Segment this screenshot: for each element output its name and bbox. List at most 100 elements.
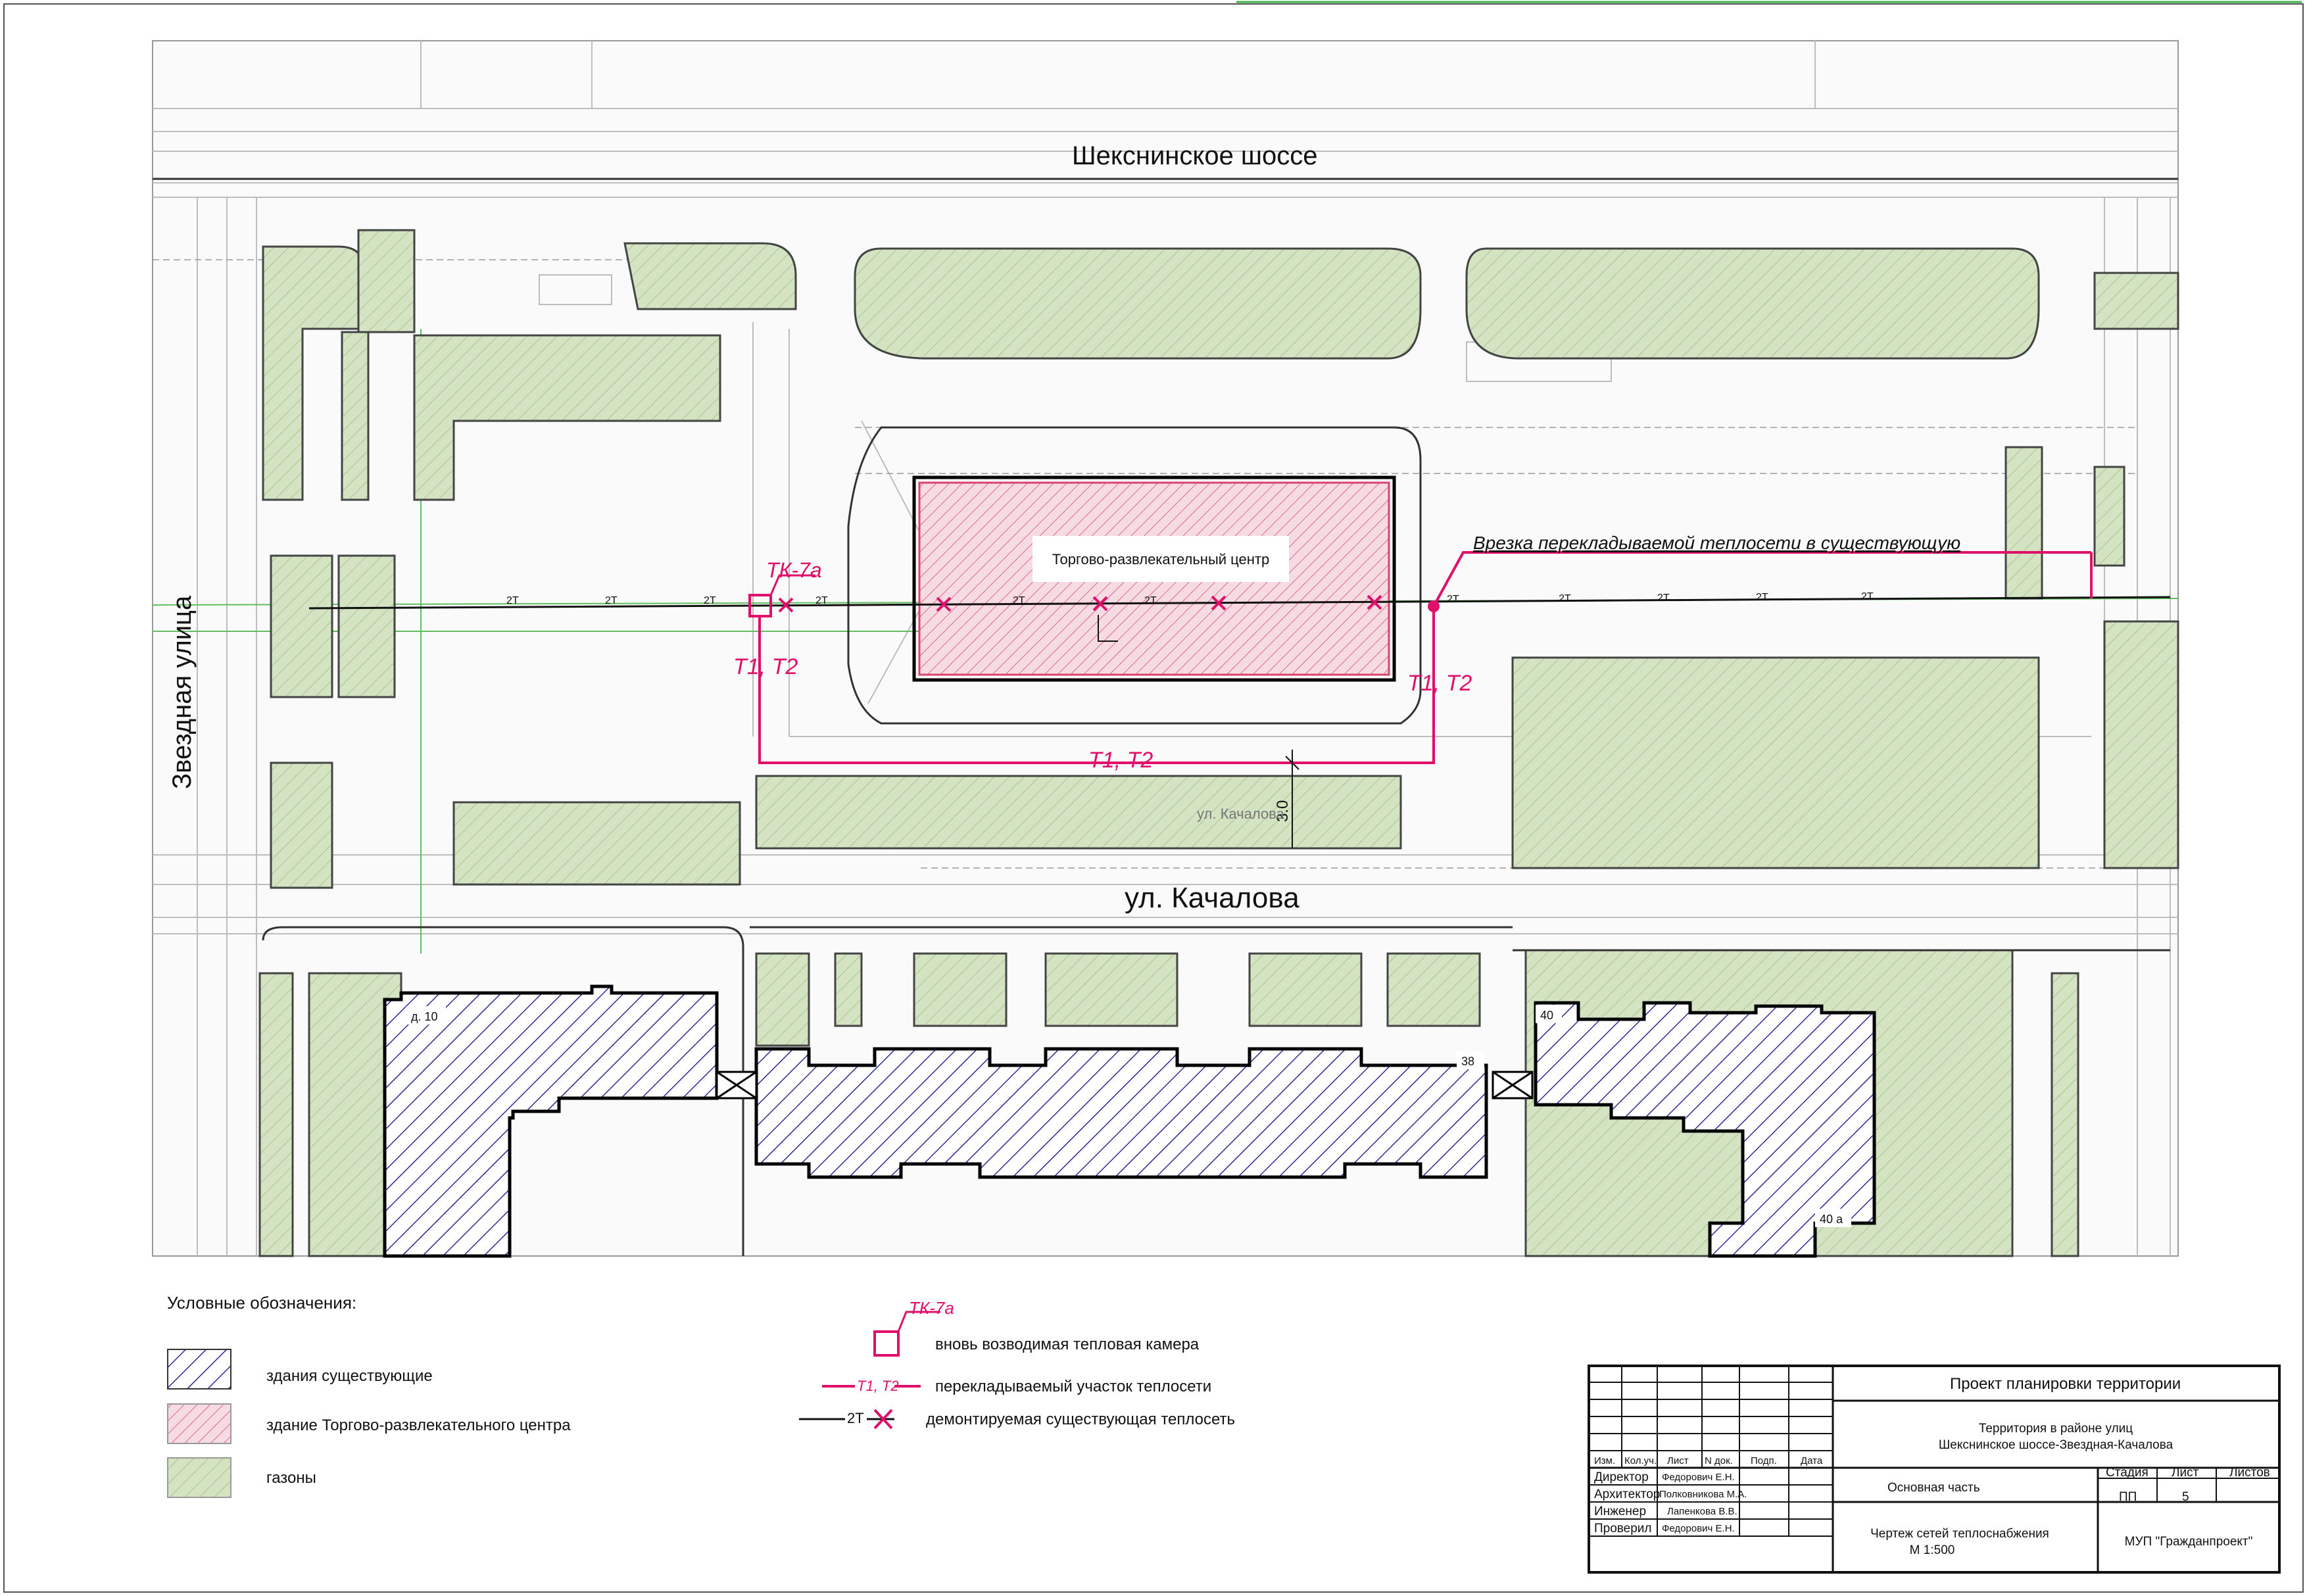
pipe-label-2t-1: 2Т [506,595,519,606]
mall-building: Торгово-развлекательный центр [912,475,1396,682]
pipe-label-2t-6: 2Т [1144,595,1157,606]
lawn-south-3 [913,952,1008,1027]
lawn-south-far-right [2051,972,2079,1257]
street-kachalova-faint: ул. Качалова [1197,806,1285,822]
mall-label: Торгово-развлекательный центр [1052,551,1269,568]
dimension-3-0: 3.0 [1274,800,1292,822]
house-38: 38 [1461,1055,1474,1068]
tb-org: МУП "Гражданпроект" [2125,1535,2253,1549]
lawn-nw-strip [341,331,370,501]
tb-stage-v: ПП [2119,1490,2137,1504]
tb-role-4: Проверил [1594,1522,1652,1536]
lawn-block-a [413,334,721,501]
tb-col-kol: Кол.уч. [1624,1455,1657,1466]
legend-swatch-mall [167,1403,231,1444]
tb-name-1: Федорович Е.Н. [1662,1472,1735,1483]
lawn-far-right [2093,272,2179,330]
house-40: 40 [1540,1009,1553,1022]
t1t2-right: Т1, Т2 [1407,671,1472,696]
lawn-top-left [357,229,416,333]
lawn-right-narrow2 [2093,466,2125,567]
tb-col-podp: Подп. [1751,1455,1777,1466]
pipe-label-2t-9: 2Т [1657,592,1670,604]
house-40a: 40 а [1820,1213,1843,1226]
lawn-south-1 [755,952,810,1047]
tb-territory-1: Территория в районе улиц [1979,1422,2133,1436]
lawn-right-strip [2103,620,2179,869]
tb-name-3: Лапенкова В.В. [1667,1506,1737,1517]
title-block [1588,1365,2281,1574]
legend-mall-label: здание Торгово-развлекательного центра [266,1416,571,1434]
lawn-south-6 [1386,952,1481,1027]
t1t2-bottom: Т1, Т2 [1088,748,1153,773]
legend-chamber-tag: ТК-7а [909,1298,954,1318]
tb-sheet-v: 5 [2182,1490,2189,1504]
lawn-top-right [1465,247,2040,360]
tb-name-2: Полковникова М.А. [1659,1489,1747,1500]
legend-dismantled-tag: 2Т [847,1410,864,1426]
tb-sheet-h: Лист [2172,1466,2199,1480]
building-38 [754,1047,1488,1179]
t1t2-left: Т1, Т2 [733,654,798,679]
building-10 [383,984,719,1258]
title-block-text: Проект планировки территории Территория … [1594,1375,2270,1557]
legend-lawn-label: газоны [266,1469,316,1487]
relaid-heat-pipe [758,551,2093,764]
lawn-left-mid2 [337,554,396,698]
tb-drawing-1: Чертеж сетей теплоснабжения [1870,1527,2049,1541]
pipe-label-2t-5: 2Т [1013,595,1025,606]
map-area: Торгово-развлекательный центр 2Т 2Т 2Т 2… [152,40,2179,1258]
tb-sheets-h: Листов [2229,1466,2270,1480]
street-sheksna: Шекснинское шоссе [1072,141,1318,170]
tb-role-3: Инженер [1594,1505,1646,1518]
pipe-label-2t-3: 2Т [704,595,716,606]
pipe-label-2t-10: 2Т [1756,592,1768,603]
legend-swatch-existing [167,1349,231,1390]
chamber-label: ТК-7а [766,558,822,582]
legend-chamber-symbol [873,1330,900,1357]
legend: Условные обозначения: здания существующи… [167,1293,1235,1498]
legend-dismantled-label: демонтируемая существующая теплосеть [926,1411,1235,1428]
junction-point [1428,600,1440,612]
legend-existing-label: здания существующие [266,1367,433,1385]
tb-col-ndok: N док. [1705,1455,1733,1466]
existing-buildings [383,984,1876,1258]
pipe-label-2t-7: 2Т [1447,594,1459,605]
existing-heat-pipe-2t: 2Т 2Т 2Т 2Т 2Т 2Т 2Т 2Т 2Т 2Т 2Т [308,591,2171,642]
lawn-kachalova-mid [755,775,1402,850]
house-10: д. 10 [411,1010,438,1023]
lawn-right-big [1511,656,2040,869]
building-40 [1534,1001,1876,1258]
pipe-label-2t-4: 2Т [815,595,828,606]
pipe-label-2t-2: 2Т [605,595,618,606]
legend-chamber-label: вновь возводимая тепловая камера [935,1336,1200,1353]
lawn-left-mid1 [270,554,333,698]
tb-drawing-2: М 1:500 [1910,1543,1955,1557]
tb-role-2: Архитектор [1594,1487,1660,1501]
lawn-south-5 [1248,952,1363,1027]
lawn-kachalova [452,801,741,886]
lawn-long-top [854,247,1422,360]
tb-col-data: Дата [1801,1455,1823,1466]
tb-col-izm: Изм. [1594,1455,1615,1466]
lawn-left-low1 [270,762,333,889]
insertion-note: Врезка перекладываемой теплосети в сущес… [1473,533,1960,553]
tb-name-4: Федорович Е.Н. [1662,1523,1735,1534]
tb-col-list: Лист [1667,1455,1689,1466]
pipe-label-2t-11: 2Т [1861,591,1874,602]
lawn-south-4 [1044,952,1178,1027]
sheet-frame [3,3,2304,1593]
legend-relaid-tag: Т1, Т2 [857,1378,899,1394]
legend-relaid-label: перекладываемый участок теплосети [935,1378,1211,1395]
pipe-label-2t-8: 2Т [1559,593,1571,604]
lawn-nw2 [623,242,797,310]
lawn-south-2 [834,952,863,1027]
tb-project: Проект планировки территории [1950,1375,2181,1393]
lawn-south-left [258,972,294,1257]
legend-swatch-lawn [167,1457,231,1498]
legend-title: Условные обозначения: [167,1293,356,1313]
tb-section: Основная часть [1887,1481,1980,1495]
chamber-tk7a [748,594,772,617]
tb-stage-h: Стадия [2106,1466,2149,1480]
